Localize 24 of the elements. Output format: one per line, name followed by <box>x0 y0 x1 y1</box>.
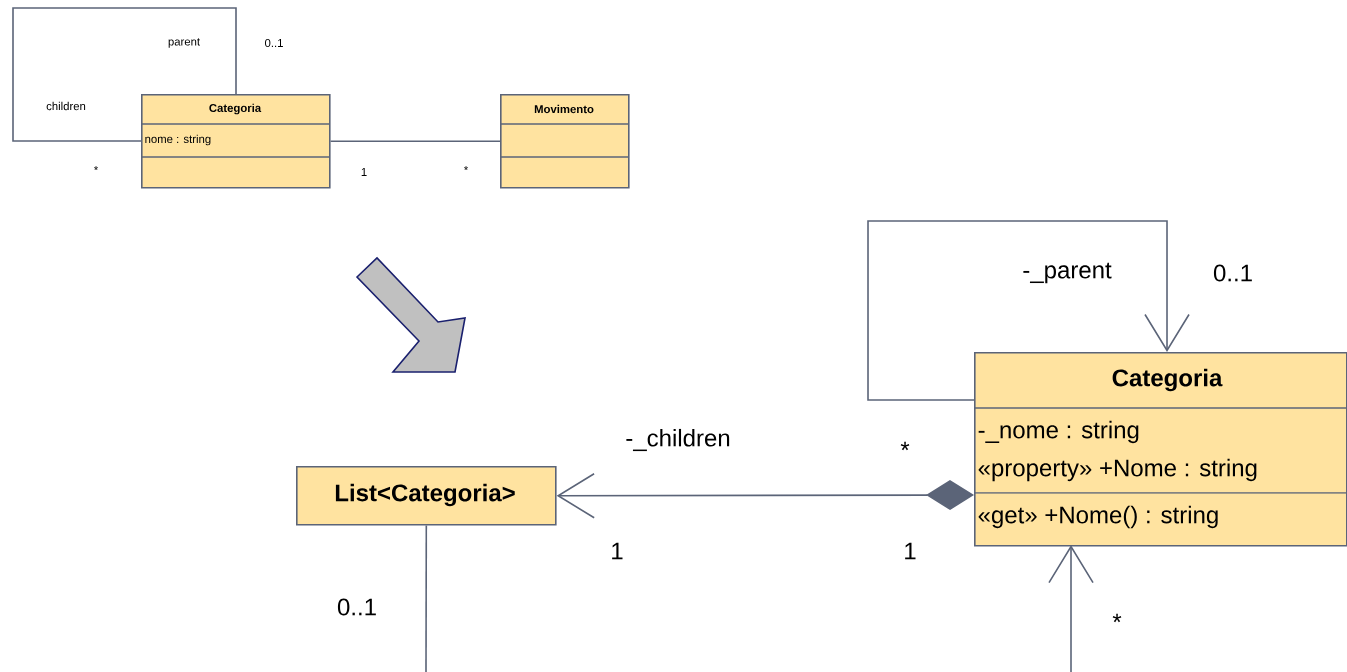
multiplicity: * <box>1112 613 1122 623</box>
association-line <box>12 7 237 142</box>
multiplicity: 0..1 <box>265 39 283 47</box>
association-arrow <box>867 220 1190 401</box>
multiplicity: * <box>94 166 98 171</box>
role-name: -_children <box>626 428 730 452</box>
multiplicity: * <box>900 441 910 451</box>
multiplicity: * <box>464 166 468 171</box>
multiplicity: 0..1 <box>1213 264 1252 282</box>
multiplicity: 1 <box>905 542 916 560</box>
association-line <box>425 524 428 672</box>
role-name: parent <box>168 38 200 48</box>
multiplicity: 1 <box>361 168 367 176</box>
class-box: Categoria nome : string <box>140 94 331 189</box>
association-arrow <box>1048 545 1094 672</box>
composition-arrow <box>556 472 974 519</box>
role-name: -_parent <box>1023 262 1112 284</box>
multiplicity: 0..1 <box>337 598 376 616</box>
class-box: Categoria -_nome : string «property» +Nome : string «get» +Nome() : string <box>973 352 1347 547</box>
association-line <box>329 140 501 143</box>
class-box: List<Categoria> <box>296 466 557 526</box>
role-name: children <box>46 101 86 111</box>
class-box: Movimento <box>499 94 630 189</box>
multiplicity: 1 <box>612 542 623 560</box>
